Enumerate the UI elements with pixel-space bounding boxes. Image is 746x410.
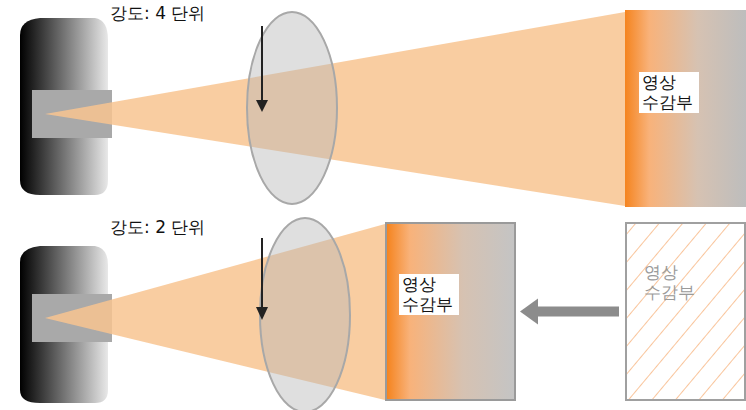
detector-box: 영상 수감부 — [625, 10, 746, 207]
pointer — [261, 26, 263, 105]
lens — [260, 218, 350, 410]
pointer-head — [256, 100, 268, 112]
detector-label: 영상 수감부 — [639, 72, 699, 113]
lens — [247, 12, 337, 204]
beam — [45, 12, 625, 206]
move-arrow — [520, 299, 619, 325]
intensity-label: 강도: 4 단위 — [108, 2, 207, 25]
intensity-label: 강도: 2 단위 — [108, 216, 207, 239]
detector-label: 영상 수감부 — [641, 262, 701, 303]
pointer-head — [256, 307, 268, 320]
detector-box: 영상 수감부 — [385, 222, 516, 401]
pointer — [261, 238, 263, 312]
detector-label: 영상 수감부 — [399, 274, 459, 315]
former-detector-box: 영상 수감부 — [625, 222, 746, 401]
hatching — [626, 223, 745, 400]
